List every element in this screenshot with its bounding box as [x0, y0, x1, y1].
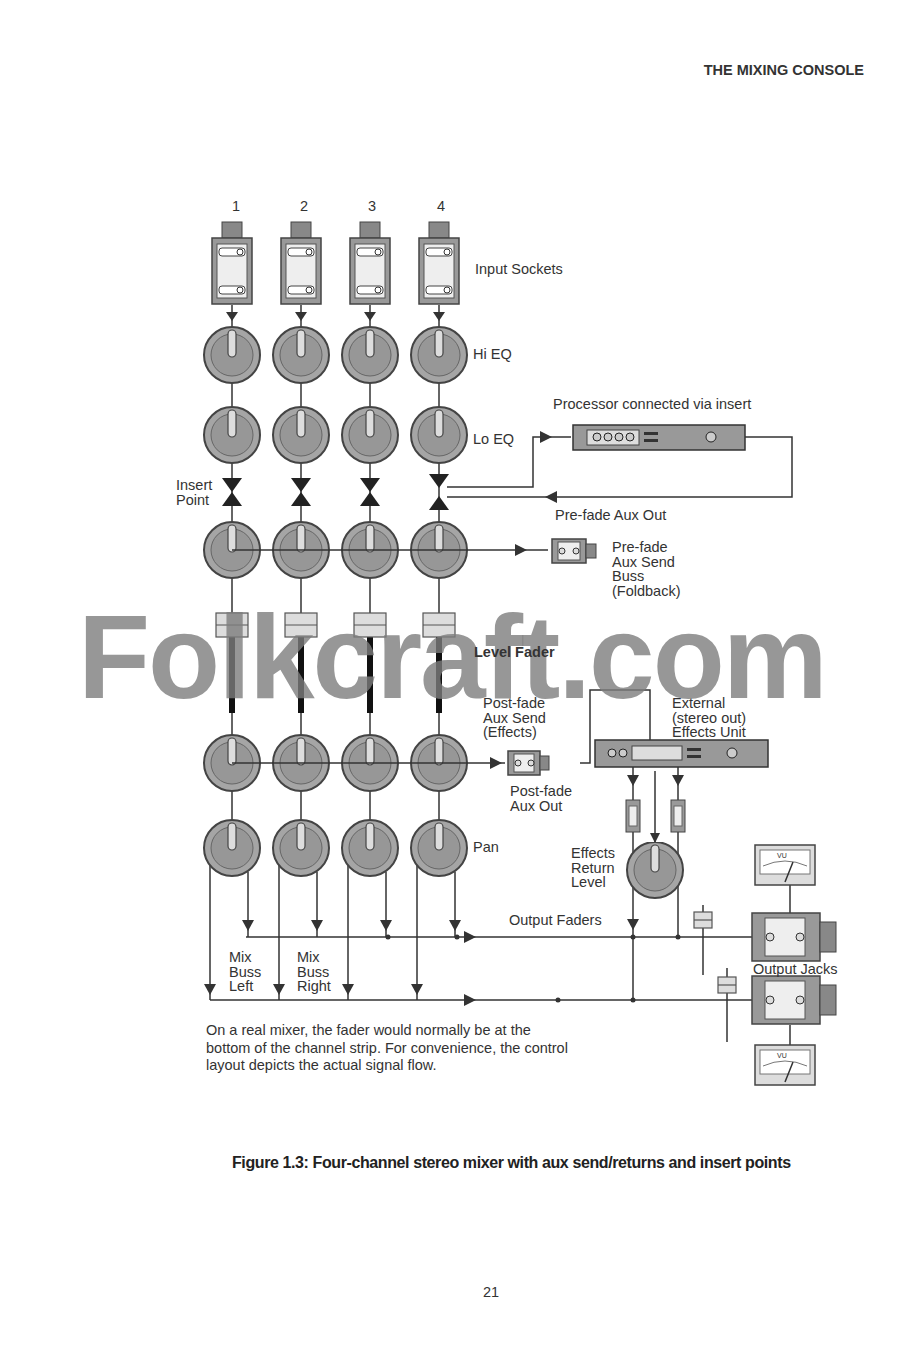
- callout-label: Hi EQ: [473, 347, 512, 362]
- effects-unit: External (stereo out) Effects Unit: [592, 693, 772, 771]
- node-label: Effects Return Level: [571, 846, 626, 890]
- node-label: Processor connected via insert: [553, 397, 775, 412]
- callout-label: Mix Buss Right: [297, 950, 341, 994]
- processor-unit: Processor connected via insert: [553, 397, 775, 455]
- callout-label: Input Sockets: [475, 262, 563, 277]
- callout-label: 1: [226, 199, 246, 214]
- callout-label: 21: [478, 1285, 504, 1300]
- aux-out-jack: Post-fade Aux Out: [505, 749, 580, 815]
- node-label: Pre-fade Aux Send Buss (Foldback): [612, 540, 692, 598]
- meter-label: VU: [777, 852, 787, 859]
- callout-label: On a real mixer, the fader would normall…: [206, 1022, 576, 1075]
- callout-label: Post-fade Aux Send (Effects): [483, 696, 561, 740]
- meter-label: VU: [777, 1052, 787, 1059]
- callout-label: THE MIXING CONSOLE: [672, 63, 864, 78]
- output-faders: [694, 912, 736, 993]
- return-level-knob: Effects Return Level: [568, 842, 688, 902]
- signal-wires: [210, 437, 792, 1045]
- callout-label: 4: [431, 199, 451, 214]
- callout-label: 2: [294, 199, 314, 214]
- callout-label: Output Jacks: [753, 962, 838, 977]
- callout-label: Level Fader: [474, 645, 555, 660]
- arrowheads: [386, 431, 685, 1006]
- figure-caption: Figure 1.3: Four-channel stereo mixer wi…: [232, 1153, 902, 1172]
- callout-label: Pre-fade Aux Out: [555, 508, 666, 523]
- callout-label: Insert Point: [176, 478, 226, 507]
- callout-label: Output Faders: [509, 913, 602, 928]
- callout-label: Lo EQ: [473, 432, 514, 447]
- aux-send-jack: Pre-fade Aux Send Buss (Foldback): [548, 536, 693, 598]
- callout-label: Mix Buss Left: [229, 950, 273, 994]
- signal-connector: [654, 771, 656, 842]
- callout-label: Pan: [473, 840, 499, 855]
- node-label: Post-fade Aux Out: [510, 784, 580, 813]
- node-label: External (stereo out) Effects Unit: [672, 696, 772, 740]
- callout-label: 3: [362, 199, 382, 214]
